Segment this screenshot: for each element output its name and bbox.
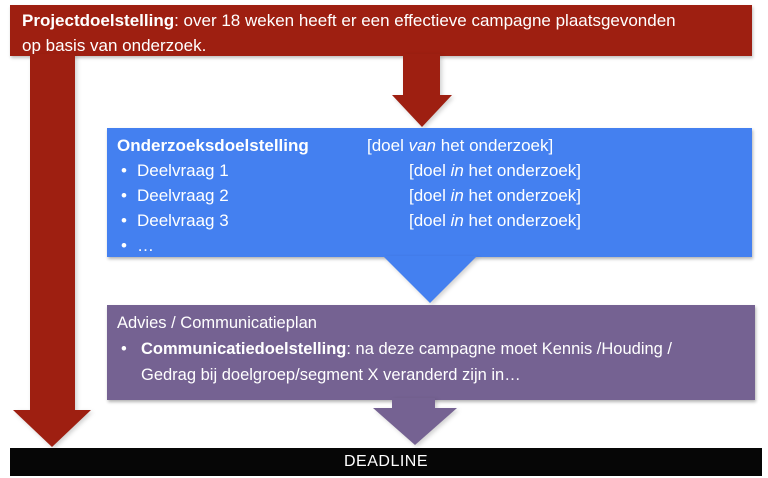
deadline-label: DEADLINE <box>343 453 429 470</box>
advice-title: Advies / Communicatieplan <box>117 314 317 332</box>
bracket-post: het onderzoek] <box>463 161 582 180</box>
deadline-bar: DEADLINE <box>10 448 762 476</box>
research-ellipsis: … <box>137 236 154 255</box>
research-item-label: Deelvraag 2 <box>137 186 229 205</box>
research-item-bracket: [doel in het onderzoek] <box>409 208 581 233</box>
bracket-italic: van <box>408 136 437 155</box>
advice-bullet-row: • Communicatiedoelstelling: na deze camp… <box>117 336 745 362</box>
bullet-icon: • <box>121 211 127 230</box>
advice-box: Advies / Communicatieplan • Communicatie… <box>107 305 755 400</box>
purple-arrow-shaft <box>392 398 435 409</box>
bullet-icon: • <box>121 161 127 180</box>
bracket-pre: [doel <box>409 211 451 230</box>
banner-arrow-head-icon <box>392 95 452 127</box>
blue-arrow-head-icon <box>383 256 477 303</box>
purple-arrow-head-icon <box>373 408 457 445</box>
project-goal-title: Projectdoelstelling <box>22 11 175 30</box>
advice-bullet-text: Communicatiedoelstelling: na deze campag… <box>141 336 672 362</box>
bracket-post: het onderzoek] <box>463 186 582 205</box>
communication-goal-title: Communicatiedoelstelling <box>141 340 347 358</box>
bullet-icon: • <box>121 186 127 205</box>
research-item-label: Deelvraag 1 <box>137 161 229 180</box>
research-item-row: • Deelvraag 3 [doel in het onderzoek] <box>117 208 742 233</box>
research-goal-box: Onderzoeksdoelstelling [doel van het ond… <box>107 128 752 257</box>
research-title: Onderzoeksdoelstelling <box>117 136 309 155</box>
bracket-italic: in <box>450 211 464 230</box>
communication-goal-line2: Gedrag bij doelgroep/segment X veranderd… <box>141 366 521 384</box>
research-item-row: • Deelvraag 1 [doel in het onderzoek] <box>117 158 742 183</box>
research-item-bracket: [doel in het onderzoek] <box>409 183 581 208</box>
project-goal-text-line1: : over 18 weken heeft er een effectieve … <box>174 11 676 30</box>
research-item-row: • Deelvraag 2 [doel in het onderzoek] <box>117 183 742 208</box>
research-title-row: Onderzoeksdoelstelling [doel van het ond… <box>117 133 742 158</box>
bracket-pre: [doel <box>409 186 451 205</box>
bracket-italic: in <box>450 161 464 180</box>
research-item-bracket: [doel in het onderzoek] <box>409 158 581 183</box>
bracket-post: het onderzoek] <box>436 136 554 155</box>
project-goal-text-line2: op basis van onderzoek. <box>22 36 207 55</box>
bullet-icon: • <box>121 236 127 255</box>
bracket-pre: [doel <box>367 136 409 155</box>
left-red-arrow-shaft <box>30 54 75 410</box>
bracket-pre: [doel <box>409 161 451 180</box>
research-ellipsis-row: •… <box>117 233 742 257</box>
research-item-label: Deelvraag 3 <box>137 211 229 230</box>
research-title-bracket: [doel van het onderzoek] <box>367 133 553 158</box>
banner-arrow-shaft <box>403 54 440 95</box>
communication-goal-line1: : na deze campagne moet Kennis /Houding … <box>346 340 673 358</box>
bracket-italic: in <box>450 186 464 205</box>
left-red-arrow-head-icon <box>13 410 91 447</box>
project-goal-banner: Projectdoelstelling: over 18 weken heeft… <box>10 5 752 56</box>
bracket-post: het onderzoek] <box>463 211 582 230</box>
bullet-icon: • <box>121 340 127 358</box>
